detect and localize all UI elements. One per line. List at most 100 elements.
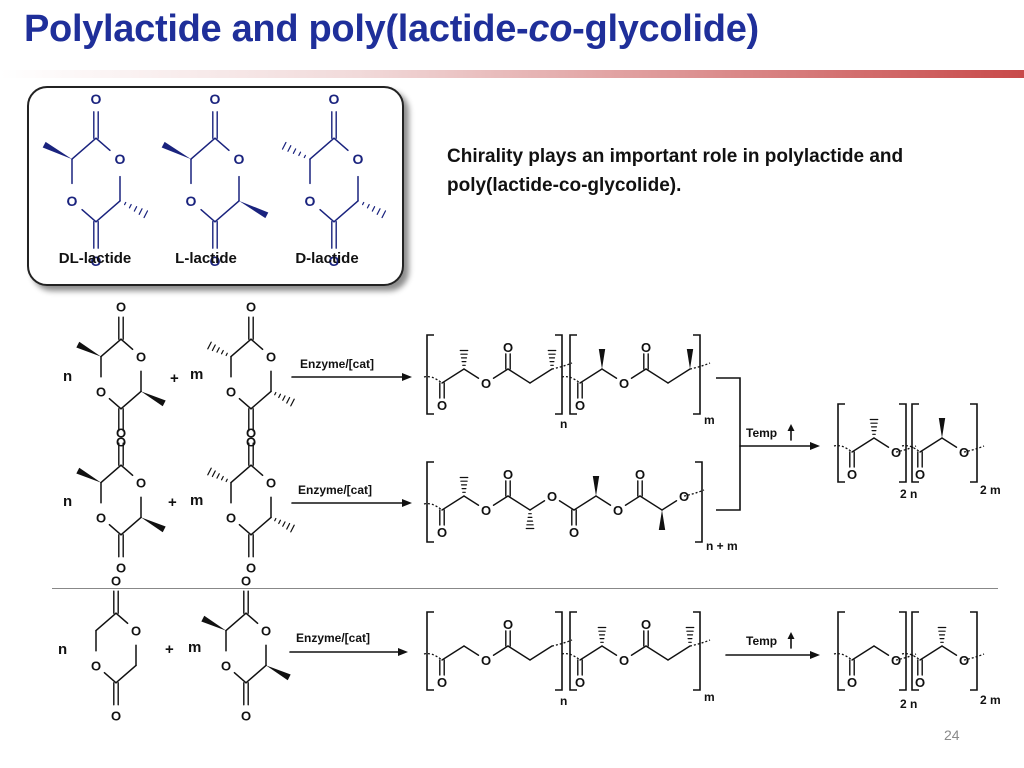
title-prefix: Polylactide and poly(lactide-: [24, 8, 529, 50]
dl-lactide-structure: O O O O: [42, 91, 149, 269]
lactide-glycolide-block-copolymer: O O O O O On m: [423, 611, 715, 708]
oxygen-atom-label: O: [891, 445, 901, 460]
oxygen-atom-label: O: [241, 573, 251, 588]
oxygen-atom-label: O: [679, 489, 689, 504]
plus-sign: +: [165, 641, 174, 658]
oxygen-atom-label: O: [437, 675, 447, 690]
condition-enzyme: Enzyme/[cat]: [298, 483, 372, 497]
condition-temp: Temp: [746, 634, 777, 648]
oxygen-atom-label: O: [437, 525, 447, 540]
title-underline: [0, 70, 1024, 78]
title-italic: co: [528, 8, 573, 50]
oxygen-atom-label: O: [136, 350, 146, 365]
coefficient-m: m: [188, 639, 201, 656]
coefficient-n: n: [63, 368, 72, 385]
subscript-m: m: [704, 690, 715, 704]
oxygen-atom-label: O: [131, 624, 141, 639]
l-lactide-monomer: O O O O: [76, 425, 166, 576]
section-divider: [52, 588, 998, 589]
oxygen-atom-label: O: [575, 675, 585, 690]
oxygen-atom-label: O: [226, 384, 236, 399]
oxygen-atom-label: O: [96, 384, 106, 399]
condition-temp: Temp: [746, 426, 777, 440]
oxygen-atom-label: O: [266, 350, 276, 365]
l-lactide-label: L-lactide: [175, 250, 237, 267]
d-lactide-structure: O O O O: [281, 91, 387, 269]
plus-sign: +: [168, 494, 177, 511]
oxygen-atom-label: O: [91, 253, 102, 269]
oxygen-atom-label: O: [915, 675, 925, 690]
oxygen-atom-label: O: [91, 658, 101, 673]
oxygen-atom-label: O: [641, 340, 651, 355]
plus-sign: +: [170, 370, 179, 387]
oxygen-atom-label: O: [210, 253, 221, 269]
subscript-2m: 2 m: [980, 693, 1001, 707]
oxygen-atom-label: O: [329, 91, 340, 107]
subscript-2n: 2 n: [900, 487, 917, 501]
oxygen-atom-label: O: [246, 435, 256, 450]
oxygen-atom-label: O: [619, 376, 629, 391]
oxygen-atom-label: O: [266, 476, 276, 491]
oxygen-atom-label: O: [503, 467, 513, 482]
dl-lactide-label: DL-lactide: [59, 250, 132, 267]
oxygen-atom-label: O: [261, 624, 271, 639]
oxygen-atom-label: O: [503, 617, 513, 632]
oxygen-atom-label: O: [226, 510, 236, 525]
oxygen-atom-label: O: [246, 561, 256, 576]
coefficient-n: n: [58, 641, 67, 658]
oxygen-atom-label: O: [481, 653, 491, 668]
oxygen-atom-label: O: [246, 425, 256, 440]
coefficient-m: m: [190, 366, 203, 383]
oxygen-atom-label: O: [503, 340, 513, 355]
oxygen-atom-label: O: [959, 653, 969, 668]
oxygen-atom-label: O: [96, 510, 106, 525]
oxygen-atom-label: O: [641, 617, 651, 632]
oxygen-atom-label: O: [234, 151, 245, 167]
oxygen-atom-label: O: [305, 193, 316, 209]
oxygen-atom-label: O: [67, 193, 78, 209]
page-number: 24: [944, 727, 960, 743]
oxygen-atom-label: O: [111, 573, 121, 588]
oxygen-atom-label: O: [481, 376, 491, 391]
coefficient-m: m: [190, 492, 203, 509]
subscript-n: n: [560, 417, 567, 431]
oxygen-atom-label: O: [91, 91, 102, 107]
slide-title: Polylactide and poly(lactide-co-glycolid…: [24, 8, 759, 51]
oxygen-atom-label: O: [246, 299, 256, 314]
oxygen-atom-label: O: [619, 653, 629, 668]
chirality-caption: Chirality plays an important role in pol…: [447, 146, 904, 196]
subscript-n-plus-m: n + m: [706, 539, 738, 553]
oxygen-atom-label: O: [116, 435, 126, 450]
oxygen-atom-label: O: [915, 467, 925, 482]
title-suffix: -glycolide): [572, 8, 759, 50]
d-lactide-label: D-lactide: [295, 250, 358, 267]
oxygen-atom-label: O: [116, 561, 126, 576]
oxygen-atom-label: O: [547, 489, 557, 504]
subscript-2m: 2 m: [980, 483, 1001, 497]
oxygen-atom-label: O: [847, 675, 857, 690]
oxygen-atom-label: O: [210, 91, 221, 107]
oxygen-atom-label: O: [353, 151, 364, 167]
oxygen-atom-label: O: [635, 467, 645, 482]
oxygen-atom-label: O: [241, 709, 251, 724]
oxygen-atom-label: O: [481, 503, 491, 518]
oxygen-atom-label: O: [116, 299, 126, 314]
oxygen-atom-label: O: [115, 151, 126, 167]
subscript-n: n: [560, 694, 567, 708]
oxygen-atom-label: O: [329, 253, 340, 269]
subscript-m: m: [704, 413, 715, 427]
oxygen-atom-label: O: [613, 503, 623, 518]
oxygen-atom-label: O: [136, 476, 146, 491]
lactide-isomers-box: [27, 86, 404, 286]
